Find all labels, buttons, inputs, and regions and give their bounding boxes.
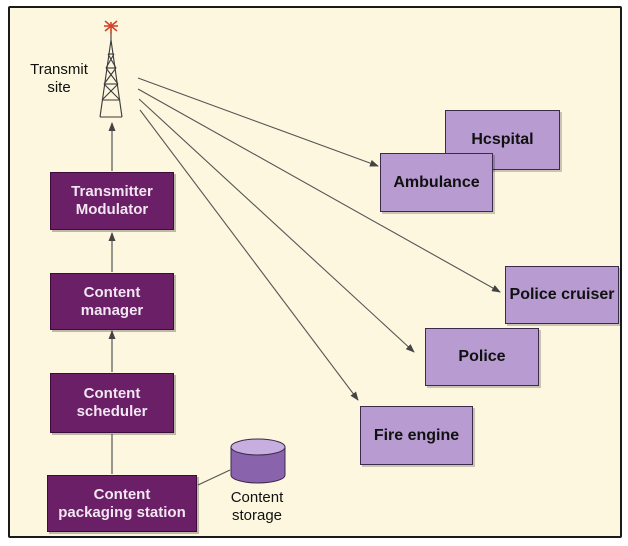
fire-engine-box: Fire engine bbox=[360, 406, 473, 465]
antenna-signal-icon bbox=[104, 20, 118, 34]
hospital-label: Hcspital bbox=[471, 131, 534, 148]
arrow-to-police-cruiser bbox=[137, 88, 501, 293]
ambulance-box: Ambulance bbox=[380, 153, 493, 212]
content-storage-line1: Content bbox=[230, 489, 284, 506]
transmitter-line1: Transmitter bbox=[71, 183, 153, 200]
transmit-site-line2: site bbox=[47, 79, 71, 96]
police-cruiser-box: Police cruiser bbox=[505, 266, 619, 324]
content-scheduler-line1: Content bbox=[83, 385, 141, 402]
fire-engine-label: Fire engine bbox=[373, 426, 460, 444]
police-cruiser-label: Police cruiser bbox=[509, 286, 615, 303]
ambulance-label: Ambulance bbox=[393, 173, 480, 191]
arrow-to-fire-engine bbox=[139, 109, 359, 401]
content-scheduler-line2: scheduler bbox=[76, 403, 148, 420]
transmission-tower-icon bbox=[99, 28, 123, 118]
arrow-to-police bbox=[138, 98, 415, 353]
police-label: Police bbox=[458, 348, 506, 365]
packaging-line2: packaging station bbox=[58, 503, 186, 521]
content-storage-label: Content storage bbox=[218, 489, 296, 525]
transmit-site-line1: Transmit bbox=[30, 61, 88, 78]
database-cylinder-icon bbox=[230, 438, 286, 484]
transmitter-modulator-box: Transmitter Modulator bbox=[50, 172, 174, 230]
content-storage-line2: storage bbox=[231, 507, 283, 524]
police-box: Police bbox=[425, 328, 539, 386]
content-manager-box: Content manager bbox=[50, 273, 174, 330]
content-manager-line2: manager bbox=[80, 301, 144, 319]
content-packaging-station-box: Content packaging station bbox=[47, 475, 197, 532]
transmit-site-label: Transmit site bbox=[24, 61, 94, 97]
content-manager-line1: Content bbox=[83, 283, 141, 301]
transmitter-line2: Modulator bbox=[75, 201, 149, 218]
connector-packaging-to-storage bbox=[197, 469, 231, 486]
packaging-line1: Content bbox=[93, 485, 151, 503]
arrow-to-ambulance bbox=[137, 77, 379, 167]
content-scheduler-box: Content scheduler bbox=[50, 373, 174, 433]
